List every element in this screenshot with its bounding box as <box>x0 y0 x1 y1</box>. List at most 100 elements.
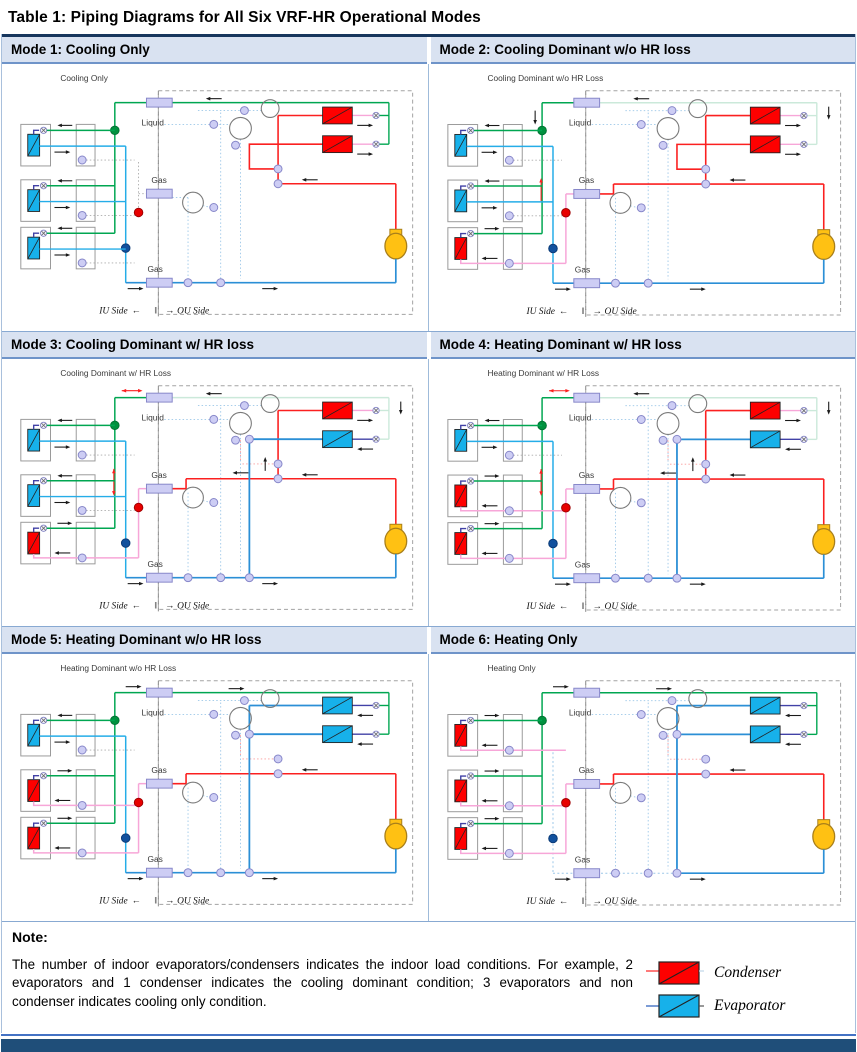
red-junction-dot <box>560 208 571 218</box>
gas-bottom-label: Gas <box>147 559 162 569</box>
hx-valve-icon <box>372 140 380 148</box>
branch-selector-box <box>502 713 523 757</box>
svg-text:‖: ‖ <box>581 601 584 611</box>
compressor-icon <box>811 818 835 850</box>
branch-selector-box <box>502 474 523 518</box>
liquid-service-valve <box>572 687 600 698</box>
compressor-icon <box>384 818 408 850</box>
header-row-2: Mode 3: Cooling Dominant w/ HR loss Mode… <box>2 330 855 359</box>
outdoor-hx-evaporator <box>749 725 817 746</box>
expansion-valve-icon <box>466 126 474 135</box>
junction-valve <box>239 400 249 410</box>
junction-valve <box>671 729 681 739</box>
hx-valve-icon <box>799 111 808 120</box>
four-way-valve <box>608 191 631 214</box>
expansion-valve-icon <box>39 771 48 780</box>
expansion-valve-icon <box>39 819 48 827</box>
expansion-valve-icon <box>39 182 48 190</box>
ou-dashed-box <box>584 90 841 316</box>
junction-valve <box>273 768 283 778</box>
legend: Condenser Evaporator <box>636 945 852 1033</box>
note-text: The number of indoor evaporators/condens… <box>12 956 633 1010</box>
four-way-valve <box>260 99 280 119</box>
hx-valve-icon <box>372 111 380 120</box>
branch-selector-box <box>502 418 523 462</box>
four-way-valve <box>608 781 631 804</box>
indoor-unit-box <box>20 474 51 517</box>
gas-bottom-service-valve <box>145 277 173 288</box>
bottom-navy-bar <box>1 1038 856 1052</box>
indoor-unit-evaporator <box>20 226 135 270</box>
junction-valve <box>671 434 681 444</box>
expansion-valve-icon <box>466 229 474 238</box>
branch-selector-box <box>502 816 523 860</box>
svg-text:←: ← <box>132 896 141 906</box>
svg-text:‖: ‖ <box>581 306 584 316</box>
svg-text:←: ← <box>558 307 567 317</box>
branch-selector-box <box>502 522 523 565</box>
indoor-unit-box <box>446 227 478 270</box>
junction-valve <box>209 119 219 129</box>
evaporator-swatch-icon <box>646 993 704 1018</box>
svg-text:OU Side: OU Side <box>177 601 209 611</box>
junction-valve <box>610 278 620 288</box>
junction-valve <box>700 474 710 484</box>
indoor-unit-box <box>446 418 478 462</box>
gas-mid-service-valve <box>572 483 600 494</box>
outdoor-hx-condenser <box>322 135 389 156</box>
outdoor-hx-evaporator <box>322 696 389 717</box>
mode-3-header: Mode 3: Cooling Dominant w/ HR loss <box>2 331 427 359</box>
mode-3-diagram: Cooling Dominant w/ HR LossLiquidGasGasI… <box>20 368 414 613</box>
svg-text:IU Side: IU Side <box>98 896 127 906</box>
liquid-service-valve <box>145 392 173 403</box>
branch-selector-box <box>75 226 96 270</box>
gas-bottom-service-valve <box>145 867 173 878</box>
svg-text:IU Side: IU Side <box>525 307 554 317</box>
junction-valve <box>216 278 226 288</box>
junction-valve <box>183 867 193 877</box>
expansion-valve-icon <box>39 524 48 532</box>
mode-4-header: Mode 4: Heating Dominant w/ HR loss <box>430 331 855 359</box>
mode-5-diagram: Heating Dominant w/o HR LossLiquidGasGas… <box>20 663 414 908</box>
branch-valve <box>77 848 87 858</box>
indoor-unit-evaporator <box>20 179 135 222</box>
legend-label-evaporator: Evaporator <box>714 996 786 1014</box>
branch-valve <box>77 553 87 563</box>
indoor-unit-box <box>446 179 478 223</box>
hx-valve-icon <box>799 140 808 148</box>
junction-valve <box>671 868 681 878</box>
gas-bottom-service-valve <box>572 573 600 584</box>
hx-valve-icon <box>799 435 808 443</box>
branch-selector-box <box>75 179 96 222</box>
compressor-icon <box>384 228 408 260</box>
liquid-label: Liquid <box>568 707 591 717</box>
junction-valve <box>183 278 193 288</box>
blue-junction-dot <box>120 538 131 548</box>
side-labels: IU Side←‖→OU Side <box>98 600 209 611</box>
solenoid-valve <box>636 793 646 802</box>
diagram-title: Heating Only <box>487 663 536 673</box>
gas-bottom-service-valve <box>572 278 600 289</box>
junction-valve <box>183 573 193 582</box>
branch-valve <box>77 505 87 515</box>
branch-valve <box>504 553 514 563</box>
branch-valve <box>77 155 87 165</box>
four-way-valve <box>608 486 631 509</box>
outdoor-hx-condenser <box>322 401 389 423</box>
junction-valve <box>636 709 646 719</box>
indoor-unit-condenser <box>20 816 139 860</box>
diagram-title: Heating Dominant w/o HR Loss <box>60 663 176 673</box>
svg-text:IU Side: IU Side <box>525 897 554 907</box>
hx-valve-icon <box>799 701 808 709</box>
mode-2-diagram: Cooling Dominant w/o HR LossLiquidGasGas… <box>446 73 841 318</box>
page-title: Table 1: Piping Diagrams for All Six VRF… <box>8 9 481 26</box>
indoor-unit-box <box>20 713 51 757</box>
gas-mid-service-valve <box>145 483 173 494</box>
indoor-unit-condenser <box>446 768 566 812</box>
indoor-unit-box <box>446 522 478 565</box>
compressor-icon <box>384 523 408 555</box>
branch-valve <box>77 258 87 268</box>
